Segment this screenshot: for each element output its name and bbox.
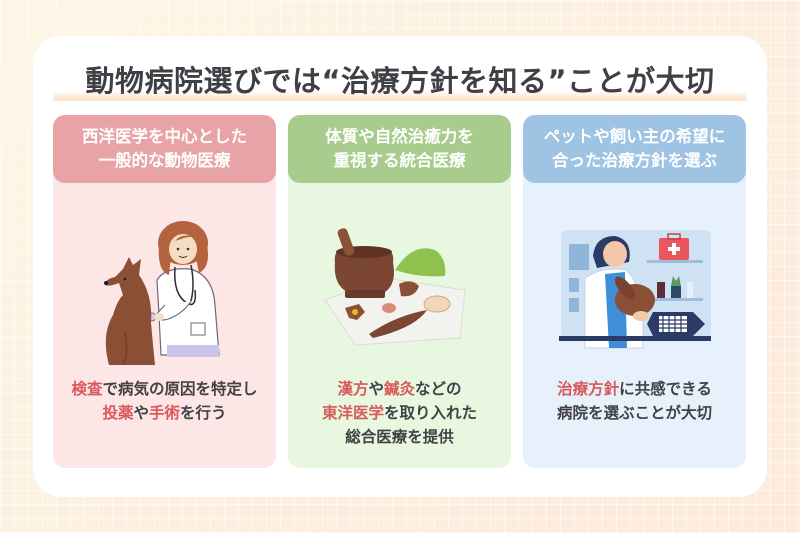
description-line: 総合医療を提供	[288, 425, 511, 449]
card-header-line: 重視する統合医療	[333, 151, 466, 170]
description-text: などの	[415, 380, 462, 398]
title-block: 動物病院選びでは“治療方針を知る”ことが大切	[53, 56, 747, 106]
description-line: 病院を選ぶことが大切	[523, 401, 746, 425]
description-text: を行う	[180, 404, 227, 422]
title-underline	[53, 92, 747, 101]
description-line: 漢方や鍼灸などの	[288, 377, 511, 401]
card-header-line: 体質や自然治癒力を	[325, 127, 474, 146]
description-line: 投薬や手術を行う	[53, 401, 276, 425]
description-text: で病気の原因を特定し	[102, 380, 258, 398]
card-header-line: 西洋医学を中心とした	[82, 127, 247, 146]
card-header: 西洋医学を中心とした 一般的な動物医療	[53, 115, 276, 183]
content-panel: 動物病院選びでは“治療方針を知る”ことが大切 西洋医学を中心とした 一般的な動物…	[33, 36, 767, 497]
card-header-line: 一般的な動物医療	[98, 151, 231, 170]
mortar-herbal-medicine-icon	[288, 200, 511, 370]
description-text: を取り入れた	[384, 404, 478, 422]
description-line: 検査で病気の原因を特定し	[53, 377, 276, 401]
highlight-text: 東洋医学	[321, 404, 384, 422]
highlight-text: 手術	[149, 404, 181, 422]
card-header-line: 合った治療方針を選ぶ	[552, 151, 717, 170]
card-description: 治療方針に共感できる 病院を選ぶことが大切	[523, 377, 746, 425]
card-header-line: ペットや飼い主の希望に	[543, 127, 726, 146]
card-header: ペットや飼い主の希望に 合った治療方針を選ぶ	[523, 115, 746, 183]
vet-holding-rabbit-icon	[523, 200, 746, 370]
page-title: 動物病院選びでは“治療方針を知る”ことが大切	[85, 64, 715, 98]
description-text: や	[133, 404, 149, 422]
description-text: 総合医療を提供	[345, 428, 454, 446]
description-line: 治療方針に共感できる	[523, 377, 746, 401]
description-line: 東洋医学を取り入れた	[288, 401, 511, 425]
vet-examining-dog-icon	[53, 200, 276, 370]
card-western-medicine: 西洋医学を中心とした 一般的な動物医療	[53, 115, 276, 468]
description-text: 病院を選ぶことが大切	[556, 404, 712, 422]
highlight-text: 漢方	[337, 380, 369, 398]
description-text: に共感できる	[619, 380, 712, 398]
card-description: 漢方や鍼灸などの 東洋医学を取り入れた 総合医療を提供	[288, 377, 511, 449]
highlight-text: 投薬	[102, 404, 134, 422]
highlight-text: 検査	[71, 380, 103, 398]
description-text: や	[368, 380, 384, 398]
card-description: 検査で病気の原因を特定し 投薬や手術を行う	[53, 377, 276, 425]
card-header: 体質や自然治癒力を 重視する統合医療	[288, 115, 511, 183]
highlight-text: 治療方針	[557, 380, 620, 398]
highlight-text: 鍼灸	[384, 380, 416, 398]
card-integrative-medicine: 体質や自然治癒力を 重視する統合医療	[288, 115, 511, 468]
card-choose-treatment-policy: ペットや飼い主の希望に 合った治療方針を選ぶ	[523, 115, 746, 468]
